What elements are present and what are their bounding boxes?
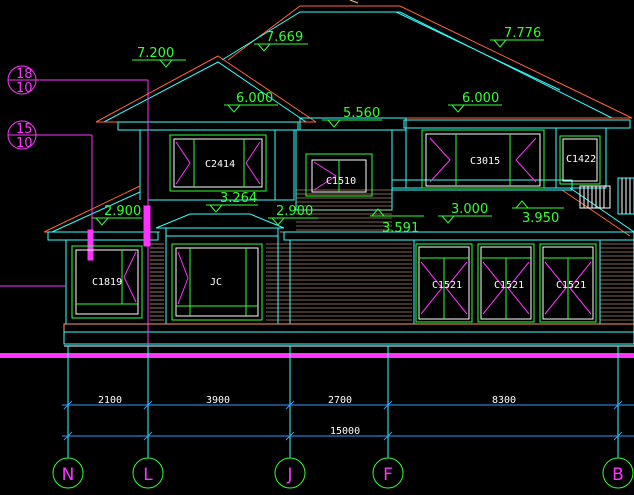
base: [0, 323, 634, 358]
detail-callout-bottom: [0, 120, 93, 287]
elev-marker-3950: [512, 200, 564, 209]
axis-label-f: F: [383, 465, 393, 485]
detail-callout-top: [7, 65, 148, 95]
dim-tick: [383, 400, 393, 410]
dim-tick: [143, 431, 153, 441]
window-label-c1521-a: C1521: [432, 280, 462, 291]
elev-6000-left: 6.000: [236, 91, 273, 106]
dim-tick: [63, 431, 73, 441]
window-c1510: [305, 153, 373, 197]
dim-tick: [383, 431, 393, 441]
bay-roof: [155, 213, 285, 237]
axis-label-j: J: [286, 465, 292, 485]
window-c1521-a: [415, 243, 473, 323]
elev-marker-3000: [438, 215, 492, 224]
window-c3015: [421, 129, 545, 189]
window-c1521-c: [539, 243, 597, 323]
dim-2100: 2100: [98, 395, 122, 406]
dim-tick: [63, 400, 73, 410]
elev-3264: 3.264: [220, 191, 257, 206]
elev-marker-7669: [254, 43, 308, 52]
elev-marker-3264: [206, 204, 258, 213]
window-label-jc: JC: [210, 277, 222, 288]
elev-6000-right: 6.000: [462, 91, 499, 106]
axis-bubble-n: [52, 457, 84, 489]
lower-left-roof: [43, 185, 160, 241]
main-roof-cyan: [221, 11, 613, 119]
elev-marker-7200: [132, 59, 186, 68]
left-gable-roof: [95, 55, 317, 200]
dim-tick: [613, 400, 623, 410]
axis-label-b: B: [612, 465, 624, 485]
window-c2414: [169, 134, 267, 192]
dim-2700: 2700: [328, 395, 352, 406]
detail-bottom-sheet: 10: [16, 136, 33, 151]
detail-bottom-number: 15: [16, 122, 33, 137]
dim-tick: [285, 400, 295, 410]
detail-top-number: 18: [16, 67, 33, 82]
window-label-c1510: C1510: [326, 176, 356, 187]
axis-bubble-b: [602, 457, 634, 489]
main-roof: [227, 0, 633, 119]
elev-marker-6000a: [224, 104, 278, 113]
elev-marker-2900a: [92, 217, 142, 226]
elev-3950: 3.950: [522, 211, 559, 226]
elev-3591: 3.591: [382, 221, 419, 236]
elev-marker-5560: [322, 119, 382, 128]
elev-marker-7776: [490, 39, 544, 48]
dim-total-15000: 15000: [330, 426, 360, 437]
elev-7776: 7.776: [504, 26, 541, 41]
axis-bubble-l: [132, 457, 164, 489]
window-label-c1521-c: C1521: [556, 280, 586, 291]
elev-7669: 7.669: [266, 30, 303, 45]
elev-2900-right: 2.900: [276, 204, 313, 219]
elev-7200: 7.200: [137, 46, 174, 61]
dim-tick: [613, 431, 623, 441]
window-label-c1422: C1422: [566, 154, 596, 165]
siding-lines: [150, 189, 634, 321]
window-c1521-b: [477, 243, 535, 323]
elev-marker-6000b: [448, 104, 502, 113]
elev-marker-2900b: [268, 217, 318, 226]
window-label-c1521-b: C1521: [494, 280, 524, 291]
window-label-c2414: C2414: [205, 159, 235, 170]
window-jc: [171, 243, 263, 321]
stair-railing: [579, 177, 634, 215]
elev-3000: 3.000: [451, 202, 488, 217]
window-c1422: [559, 135, 601, 185]
axis-label-l: L: [143, 465, 153, 485]
axis-bubble-f: [372, 457, 404, 489]
elev-5560: 5.560: [343, 106, 380, 121]
detail-top-sheet: 10: [16, 81, 33, 96]
axis-bubble-j: [274, 457, 306, 489]
axis-lines: [63, 346, 623, 458]
dim-tick: [143, 400, 153, 410]
dim-tick: [285, 431, 295, 441]
columns: [87, 80, 151, 346]
window-c1819: [71, 245, 143, 319]
window-label-c1819: C1819: [92, 277, 122, 288]
elev-marker-3591: [370, 208, 424, 217]
dim-3900: 3900: [206, 395, 230, 406]
dimension-lines: [62, 404, 634, 437]
window-label-c3015: C3015: [470, 156, 500, 167]
elev-2900-left: 2.900: [104, 204, 141, 219]
axis-label-n: N: [62, 465, 75, 485]
dim-8300: 8300: [492, 395, 516, 406]
